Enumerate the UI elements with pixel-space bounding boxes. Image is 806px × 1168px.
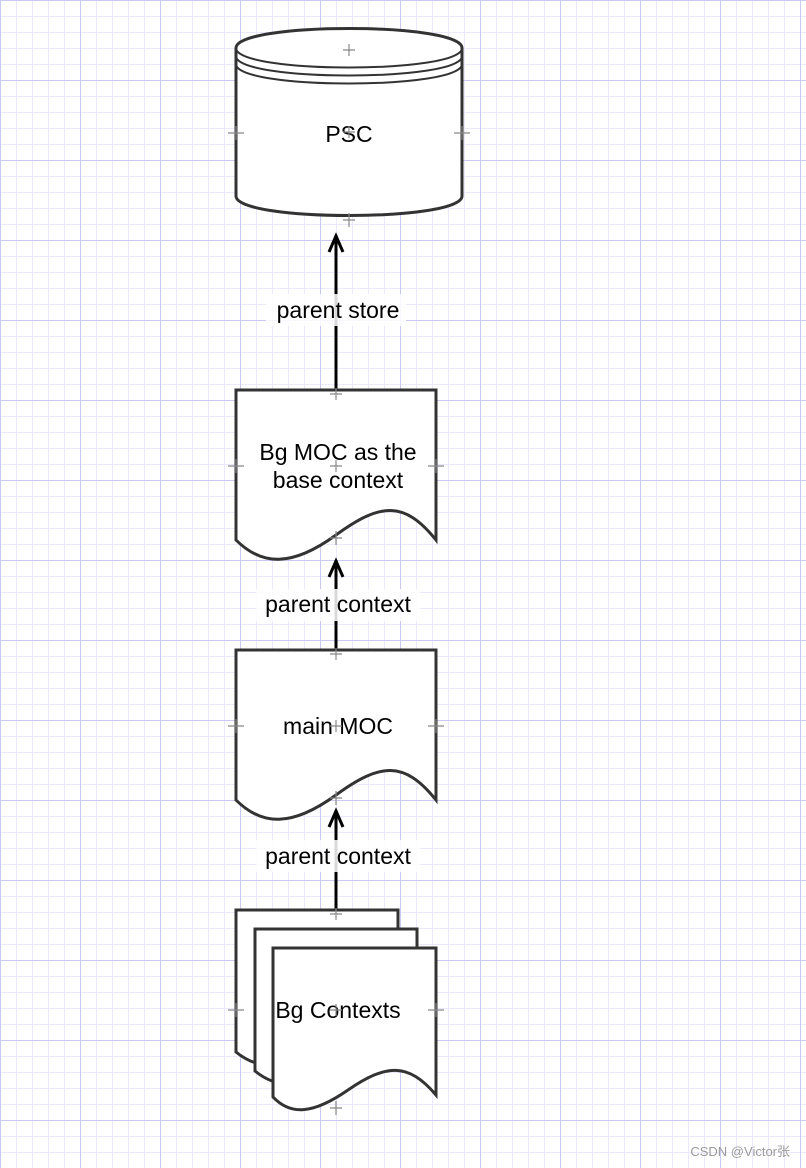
connection-point-icons — [228, 44, 470, 227]
node-bg-moc[interactable]: Bg MOC as the base context — [228, 388, 444, 561]
connection-point-icons — [228, 648, 444, 805]
node-label-bg-moc-line1: Bg MOC as the — [259, 439, 416, 465]
edge-label-parent-store: parent store — [277, 297, 400, 323]
edge-parent-context-2: parent context — [256, 807, 420, 910]
connection-point-icons — [228, 908, 444, 1115]
edge-label-parent-context: parent context — [265, 591, 411, 617]
connection-point-icons — [228, 388, 444, 545]
arrowhead-icon — [327, 232, 345, 253]
arrowhead-icon — [327, 557, 345, 578]
edge-label-parent-context: parent context — [265, 843, 411, 869]
node-label-bg-moc-line2: base context — [273, 467, 404, 493]
node-psc[interactable]: PSC — [228, 27, 470, 228]
edge-parent-context-1: parent context — [256, 557, 420, 650]
database-cylinder-icon — [234, 27, 464, 217]
edge-parent-store: parent store — [266, 232, 406, 390]
node-bg-contexts[interactable]: Bg Contexts — [228, 908, 444, 1115]
arrowhead-icon — [327, 807, 345, 828]
document-shape-icon — [271, 946, 438, 1112]
node-main-moc[interactable]: main MOC — [228, 648, 444, 821]
watermark: CSDN @Victor张 — [690, 1144, 790, 1159]
